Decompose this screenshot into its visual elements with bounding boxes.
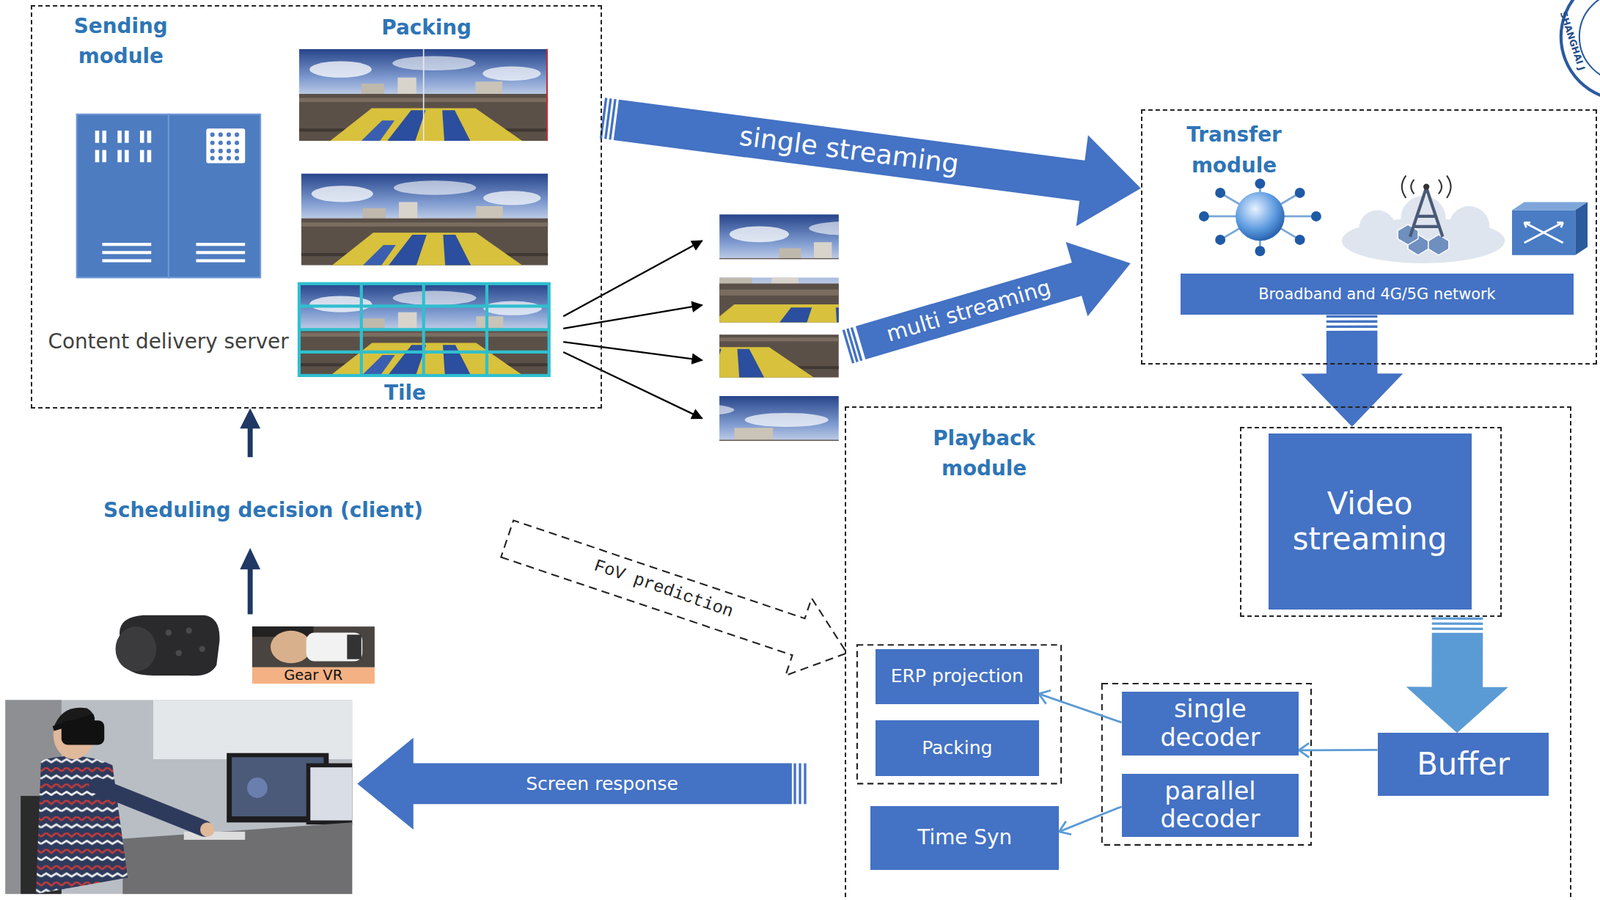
scheduling-arrows bbox=[239, 407, 261, 614]
arrow-stripe bbox=[610, 98, 616, 140]
arrow-label: FoV prediction bbox=[591, 556, 736, 621]
logo-text: SHANGHAI J bbox=[1558, 10, 1587, 72]
node-label: ERP projection bbox=[890, 665, 1024, 688]
arrow-stripe bbox=[1432, 621, 1484, 625]
arrow-label-anchor: multi streaming bbox=[883, 277, 1053, 346]
arrow-line bbox=[1039, 693, 1122, 723]
projection-box: ERP projection bbox=[875, 648, 1040, 704]
arrow-stripe bbox=[1432, 617, 1484, 621]
arrow-label-anchor: FoV prediction bbox=[591, 556, 736, 621]
node-label: Broadband and 4G/5G network bbox=[1258, 285, 1496, 303]
node-label: Packing bbox=[921, 737, 993, 759]
node-label: Video streaming bbox=[1268, 486, 1472, 557]
network-icons bbox=[1198, 175, 1588, 264]
edge-label-anchor: single streaming bbox=[737, 122, 960, 178]
playback-module: Playback moduleVideo streamingBuffer sing… bbox=[844, 406, 1572, 900]
image-caption-anchor: Tile bbox=[384, 382, 427, 404]
arrow-line bbox=[1058, 806, 1122, 832]
node-label: Content delivery server bbox=[47, 325, 289, 358]
image-tag: Gear VR bbox=[283, 668, 343, 682]
module-heading: Playback module bbox=[907, 423, 1062, 484]
node-label: parallel decoder bbox=[1124, 777, 1298, 834]
arrow-stripe bbox=[1326, 315, 1378, 318]
arrow-stripe bbox=[1326, 325, 1378, 328]
image-caption: Packing bbox=[381, 17, 472, 39]
sending-module: Sending moduleContent delivery server bbox=[30, 5, 603, 409]
step-label: Scheduling decision (client) bbox=[99, 494, 427, 526]
logo-text-anchor: SHANGHAI J bbox=[1558, 10, 1587, 72]
flow-arrow bbox=[600, 98, 1141, 227]
flow-arrow bbox=[1058, 806, 1122, 835]
panorama-images bbox=[299, 49, 550, 376]
image-tag-anchor: Gear VR bbox=[283, 668, 343, 682]
block-arrow-body bbox=[1406, 632, 1509, 733]
tile-thumbnails bbox=[481, 214, 989, 486]
arrow-head bbox=[1039, 690, 1051, 704]
node-label: Buffer bbox=[1416, 746, 1510, 782]
university-logo bbox=[1561, 0, 1600, 100]
flow-arrow bbox=[1039, 690, 1122, 723]
module-heading: Sending module bbox=[54, 10, 187, 72]
node-label: Time Syn bbox=[917, 825, 1012, 850]
decoder-box: parallel decoder bbox=[1121, 773, 1300, 837]
tile-arrows bbox=[563, 240, 702, 418]
decoder-box: single decoder bbox=[1121, 691, 1300, 755]
screen-response-arrow bbox=[357, 737, 806, 830]
arrow-label: single streaming bbox=[737, 122, 960, 178]
network-bar: Broadband and 4G/5G network bbox=[1180, 273, 1574, 315]
image-caption-anchor: Packing bbox=[381, 17, 472, 39]
step-label-anchor: Scheduling decision (client) bbox=[99, 494, 427, 526]
server-icon bbox=[76, 114, 261, 278]
arrow-stripe bbox=[1432, 626, 1484, 630]
buffer-box: Buffer bbox=[1377, 732, 1550, 796]
arrow-head bbox=[1058, 821, 1072, 835]
multi-streaming-arrow bbox=[843, 241, 1130, 363]
fov-arrow bbox=[500, 519, 847, 675]
node-label: single decoder bbox=[1124, 695, 1298, 752]
packing-box: Packing bbox=[875, 720, 1040, 776]
htc-vive-headset bbox=[115, 615, 220, 676]
block-arrow-body bbox=[613, 99, 1141, 227]
arrow-line bbox=[1298, 748, 1378, 751]
flow-arrow bbox=[1300, 316, 1403, 427]
user-photo bbox=[5, 699, 352, 894]
video-streaming-fill: Video streaming bbox=[1268, 433, 1472, 609]
flow-arrow bbox=[1406, 618, 1509, 733]
time-sync-box: Time Syn bbox=[870, 805, 1059, 869]
arrow-label: Screen response bbox=[525, 774, 679, 793]
image-caption: Tile bbox=[384, 382, 427, 404]
arrow-label-anchor: Screen response bbox=[525, 774, 679, 793]
flow-arrow bbox=[1298, 742, 1378, 757]
arrow-stripe bbox=[1326, 320, 1378, 323]
server-node: Content delivery server bbox=[41, 108, 297, 358]
block-arrow-body bbox=[1300, 330, 1403, 427]
arrow-label: multi streaming bbox=[883, 277, 1053, 346]
gear-vr-photo bbox=[252, 626, 375, 684]
video-streaming-box: Video streaming bbox=[1239, 426, 1503, 617]
module-heading: Transfer module bbox=[1162, 119, 1306, 181]
arrow-head bbox=[1298, 742, 1309, 757]
transfer-module: Transfer moduleBroadband and 4G/5G netwo… bbox=[1140, 109, 1598, 365]
